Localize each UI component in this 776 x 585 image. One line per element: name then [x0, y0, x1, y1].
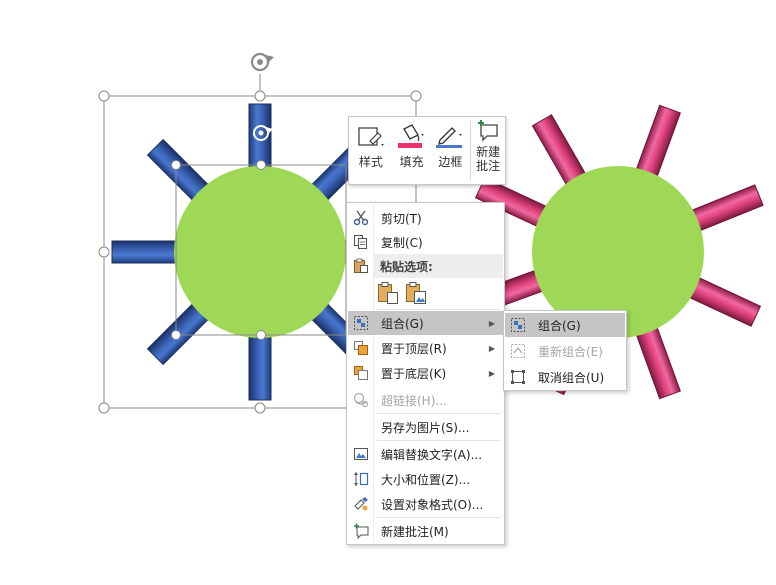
menu-item-group[interactable]: 组合(G) ▶: [348, 311, 503, 335]
bring-front-icon: [352, 339, 370, 357]
menu-item-cut[interactable]: 剪切(T): [348, 206, 503, 230]
inner-selection-handles[interactable]: [171, 160, 266, 340]
mini-toolbar: 样式 填充 边框 新建: [348, 116, 506, 185]
blue-spoke-bottom: [248, 329, 272, 401]
group-icon: [509, 316, 527, 334]
submenu-item-ungroup[interactable]: 取消组合(U): [505, 365, 625, 389]
paste-keep-format-icon[interactable]: [377, 281, 399, 308]
menu-item-paste-options: [348, 254, 503, 278]
shape-style-icon: [356, 123, 386, 151]
link-icon: [352, 391, 370, 409]
menu-divider: [377, 440, 500, 441]
new-comment-icon: [475, 119, 501, 143]
group-submenu: 组合(G) 重新组合(E) 取消组合(U): [503, 310, 627, 391]
selection-handles[interactable]: [98, 90, 422, 414]
pen-outline-icon: [434, 123, 466, 151]
menu-item-new-comment[interactable]: 新建批注(M): [348, 519, 503, 543]
submenu-arrow-icon: ▶: [488, 318, 495, 328]
menu-item-edit-alt-text[interactable]: 编辑替换文字(A)...: [348, 442, 503, 466]
group-icon: [352, 314, 370, 332]
menu-divider: [377, 413, 500, 414]
style-button[interactable]: 样式: [349, 117, 393, 184]
inner-rotate-icon[interactable]: [253, 125, 273, 141]
toolbar-separator: [470, 121, 472, 180]
green-circle-right: [532, 166, 704, 338]
submenu-item-regroup[interactable]: 重新组合(E): [505, 339, 625, 363]
border-button[interactable]: 边框: [430, 117, 470, 184]
paste-options-header: 粘贴选项:: [373, 254, 503, 278]
rotate-icon[interactable]: [250, 52, 274, 72]
menu-item-size-and-position[interactable]: 大小和位置(Z)...: [348, 467, 503, 491]
menu-item-copy[interactable]: 复制(C): [348, 230, 503, 254]
green-circle-left: [174, 166, 346, 338]
paint-bucket-icon: [396, 123, 428, 151]
menu-gutter: [373, 204, 374, 543]
menu-divider: [377, 309, 500, 310]
menu-item-save-as-picture[interactable]: 另存为图片(S)...: [381, 420, 470, 435]
paste-option-buttons: [377, 281, 427, 308]
menu-item-bring-to-front[interactable]: 置于顶层(R) ▶: [348, 336, 503, 360]
submenu-item-group[interactable]: 组合(G): [505, 313, 625, 337]
clipboard-icon: [352, 257, 370, 275]
fill-button[interactable]: 填充: [393, 117, 431, 184]
menu-item-hyperlink[interactable]: 超链接(H)...: [348, 388, 503, 412]
new-comment-button[interactable]: 新建 批注: [471, 117, 505, 184]
copy-icon: [352, 233, 370, 251]
size-position-icon: [352, 470, 370, 488]
context-menu: 剪切(T) 复制(C) 粘贴选项:: [346, 202, 505, 545]
menu-item-format-object[interactable]: 设置对象格式(O)...: [348, 492, 503, 516]
format-object-icon: [352, 495, 370, 513]
blue-spoked-shape[interactable]: [111, 103, 409, 401]
menu-divider: [377, 517, 500, 518]
menu-item-send-to-back[interactable]: 置于底层(K) ▶: [348, 361, 503, 385]
submenu-arrow-icon: ▶: [488, 343, 495, 353]
regroup-icon: [509, 342, 527, 360]
ungroup-icon: [509, 368, 527, 386]
alt-text-icon: [352, 445, 370, 463]
scissors-icon: [352, 209, 370, 227]
send-back-icon: [352, 364, 370, 382]
submenu-arrow-icon: ▶: [488, 368, 495, 378]
blue-spoke-left: [111, 240, 183, 264]
comment-icon: [352, 522, 370, 540]
paste-as-picture-icon[interactable]: [405, 281, 427, 308]
